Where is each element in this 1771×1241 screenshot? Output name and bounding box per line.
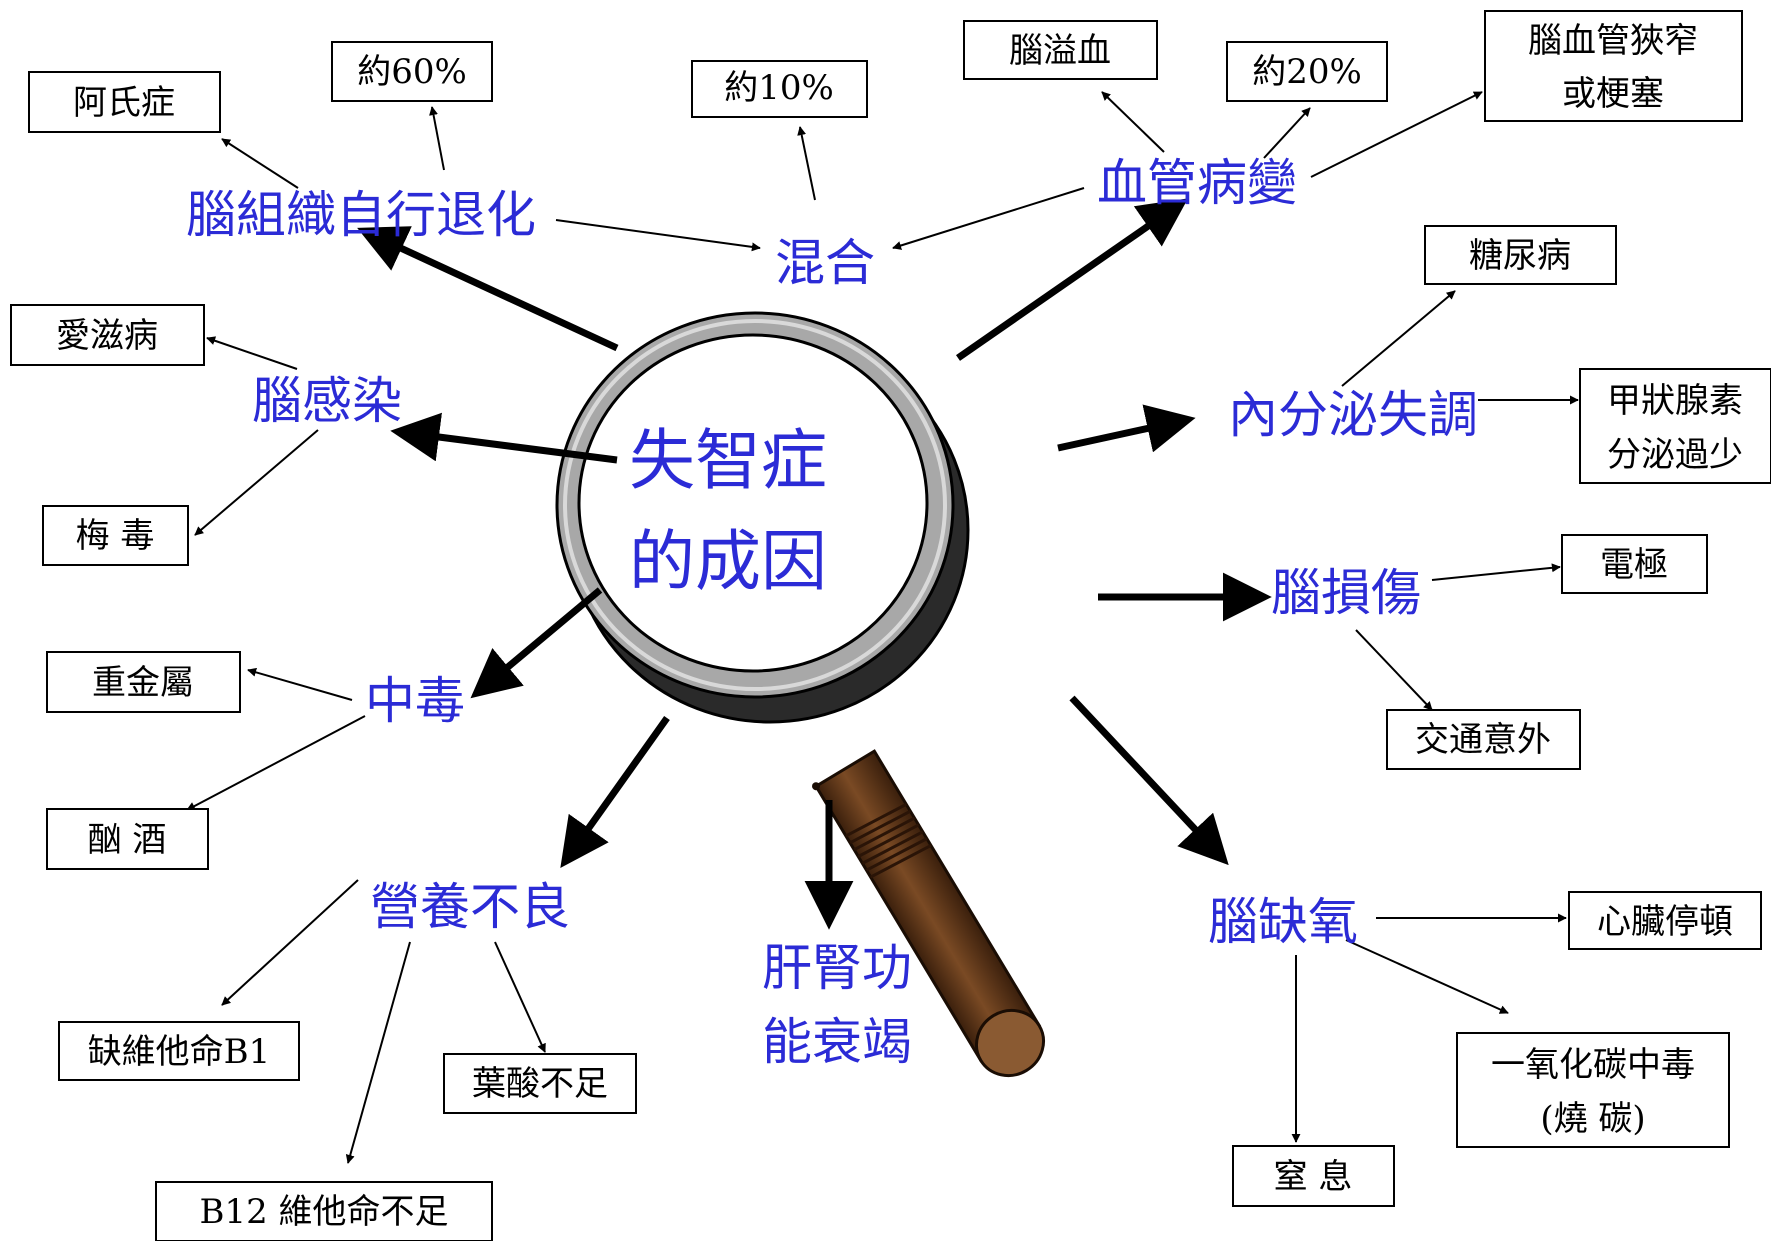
svg-text:愛滋病: 愛滋病 <box>56 316 158 356</box>
category-liver-kidney-line2: 能衰竭 <box>762 1013 912 1071</box>
box-heavy-metal: 重金屬 <box>46 651 241 713</box>
box-stenosis: 腦血管狹窄 或梗塞 <box>1484 10 1743 122</box>
box-b12: B12 維他命不足 <box>155 1181 493 1241</box>
magnifying-glass-icon <box>555 311 1045 1078</box>
box-electrode: 電極 <box>1561 534 1708 594</box>
svg-text:一氧化碳中毒: 一氧化碳中毒 <box>1491 1045 1695 1085</box>
box-pct10: 約10% <box>691 60 868 118</box>
svg-text:糖尿病: 糖尿病 <box>1469 236 1571 276</box>
svg-text:交通意外: 交通意外 <box>1415 720 1551 760</box>
svg-text:約10%: 約10% <box>724 68 834 108</box>
category-malnutrition: 營養不良 <box>370 878 570 936</box>
svg-text:分泌過少: 分泌過少 <box>1607 435 1743 475</box>
box-diabetes: 糖尿病 <box>1424 225 1617 285</box>
box-cardiac: 心臟停頓 <box>1568 891 1762 950</box>
box-pct20: 約20% <box>1226 41 1388 102</box>
svg-text:葉酸不足: 葉酸不足 <box>472 1064 608 1104</box>
svg-text:腦溢血: 腦溢血 <box>1009 31 1111 71</box>
category-hypoxia: 腦缺氧 <box>1208 893 1358 951</box>
category-endocrine: 內分泌失調 <box>1228 386 1478 444</box>
category-degeneration: 腦組織自行退化 <box>186 186 536 244</box>
svg-text:電極: 電極 <box>1600 545 1668 585</box>
category-liver-kidney-line1: 肝腎功 <box>762 939 912 997</box>
svg-text:約60%: 約60% <box>357 52 467 92</box>
svg-text:阿氏症: 阿氏症 <box>73 83 175 123</box>
box-co-poisoning: 一氧化碳中毒 (燒 碳) <box>1456 1032 1730 1148</box>
category-poisoning: 中毒 <box>365 672 465 730</box>
box-alzheimer: 阿氏症 <box>28 71 221 133</box>
box-suffocation: 窒 息 <box>1232 1145 1395 1207</box>
arrow-to-poisoning <box>470 587 603 699</box>
arrow-to-infection <box>390 412 618 464</box>
svg-text:(燒 碳): (燒 碳) <box>1540 1099 1645 1139</box>
svg-text:重金屬: 重金屬 <box>92 663 194 703</box>
box-b1: 缺維他命B1 <box>58 1021 300 1081</box>
svg-text:梅 毒: 梅 毒 <box>76 516 155 556</box>
category-infection: 腦感染 <box>252 372 402 430</box>
category-injury: 腦損傷 <box>1271 564 1421 622</box>
svg-text:心臟停頓: 心臟停頓 <box>1597 902 1733 942</box>
box-folate: 葉酸不足 <box>443 1053 637 1114</box>
arrow-to-endocrine <box>1057 404 1196 453</box>
center-title-line1: 失智症 <box>629 422 827 499</box>
arrow-to-hypoxia <box>1069 695 1229 866</box>
box-traffic: 交通意外 <box>1386 709 1581 770</box>
arrow-to-malnutrition <box>560 715 670 868</box>
svg-text:或梗塞: 或梗塞 <box>1562 74 1664 114</box>
svg-text:甲狀腺素: 甲狀腺素 <box>1607 381 1743 421</box>
svg-text:酗 酒: 酗 酒 <box>88 820 167 860</box>
svg-text:約20%: 約20% <box>1252 52 1362 92</box>
main-arrows <box>357 198 1272 930</box>
svg-text:腦血管狹窄: 腦血管狹窄 <box>1528 21 1698 61</box>
box-aids: 愛滋病 <box>10 304 205 366</box>
center-title-line2: 的成因 <box>629 523 827 600</box>
box-thyroid: 甲狀腺素 分泌過少 <box>1579 368 1771 484</box>
svg-text:B12 維他命不足: B12 維他命不足 <box>199 1192 448 1232</box>
box-pct60: 約60% <box>331 41 493 102</box>
box-hemorrhage: 腦溢血 <box>963 20 1158 80</box>
box-syphilis: 梅 毒 <box>42 505 189 566</box>
svg-text:窒 息: 窒 息 <box>1274 1157 1353 1197</box>
sub-arrows <box>186 91 1579 1164</box>
category-vascular: 血管病變 <box>1097 154 1297 212</box>
svg-text:缺維他命B1: 缺維他命B1 <box>88 1032 271 1072</box>
arrow-to-degeneration <box>357 226 619 352</box>
category-mixed: 混合 <box>775 234 875 292</box>
arrow-to-vascular <box>956 198 1189 361</box>
box-alcohol: 酗 酒 <box>46 808 209 870</box>
